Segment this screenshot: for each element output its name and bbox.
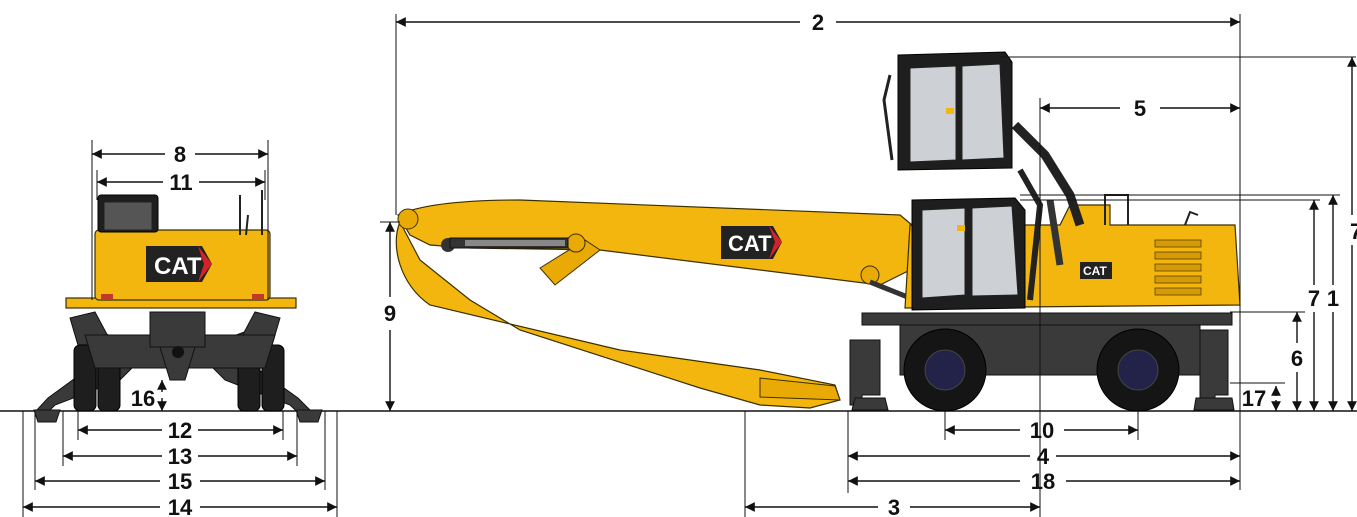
- dimension-label-7-lower: 7: [1308, 286, 1320, 311]
- dimension-label-4: 4: [1037, 444, 1050, 469]
- dimension-13: 13: [63, 444, 297, 469]
- front-cat-logo: CAT: [154, 253, 202, 280]
- dimension-5: 5: [1040, 96, 1240, 121]
- dimension-label-10: 10: [1030, 418, 1054, 443]
- dimension-label-15: 15: [168, 469, 192, 494]
- dimension-18: 18: [848, 469, 1240, 494]
- dimension-7-upper: 7: [1347, 57, 1357, 411]
- dimension-label-8: 8: [174, 142, 186, 167]
- dimension-label-16: 16: [131, 386, 155, 411]
- dimension-label-13: 13: [168, 444, 192, 469]
- extension-lines: [22, 14, 1356, 517]
- dimension-6: 6: [1291, 312, 1303, 411]
- dimension-label-17: 17: [1242, 386, 1266, 411]
- dimension-8: 8: [92, 142, 268, 167]
- dimension-9: 9: [384, 221, 396, 411]
- dimension-4: 4: [848, 444, 1240, 469]
- dimension-1: 1: [1327, 194, 1339, 411]
- dimension-label-6: 6: [1291, 346, 1303, 371]
- dimension-11: 11: [97, 170, 265, 195]
- dimension-label-18: 18: [1031, 469, 1055, 494]
- dimension-label-7-upper: 7: [1350, 219, 1357, 244]
- dimension-label-5: 5: [1134, 96, 1146, 121]
- dimension-2: 2: [396, 10, 1240, 35]
- dimension-14: 14: [23, 495, 337, 517]
- dimension-label-3: 3: [888, 495, 900, 517]
- dimension-label-2: 2: [812, 10, 824, 35]
- dimension-15: 15: [35, 469, 325, 494]
- dimension-label-11: 11: [169, 170, 192, 195]
- dimension-10: 10: [945, 418, 1138, 443]
- boom-cat-logo: CAT: [728, 231, 772, 256]
- dimension-label-1: 1: [1327, 286, 1339, 311]
- dimension-12: 12: [78, 418, 283, 443]
- front-view-machine: CAT: [33, 190, 323, 423]
- dimension-3: 3: [745, 495, 1040, 517]
- side-view-machine: CAT CAT: [395, 51, 1241, 412]
- dimension-label-14: 14: [168, 495, 193, 517]
- dimension-16: 16: [131, 380, 167, 411]
- dimension-7-lower: 7: [1308, 199, 1320, 411]
- dimension-17: 17: [1242, 386, 1281, 411]
- dimension-label-9: 9: [384, 301, 396, 326]
- body-cat-logo: CAT: [1083, 264, 1107, 278]
- dimension-label-12: 12: [168, 418, 192, 443]
